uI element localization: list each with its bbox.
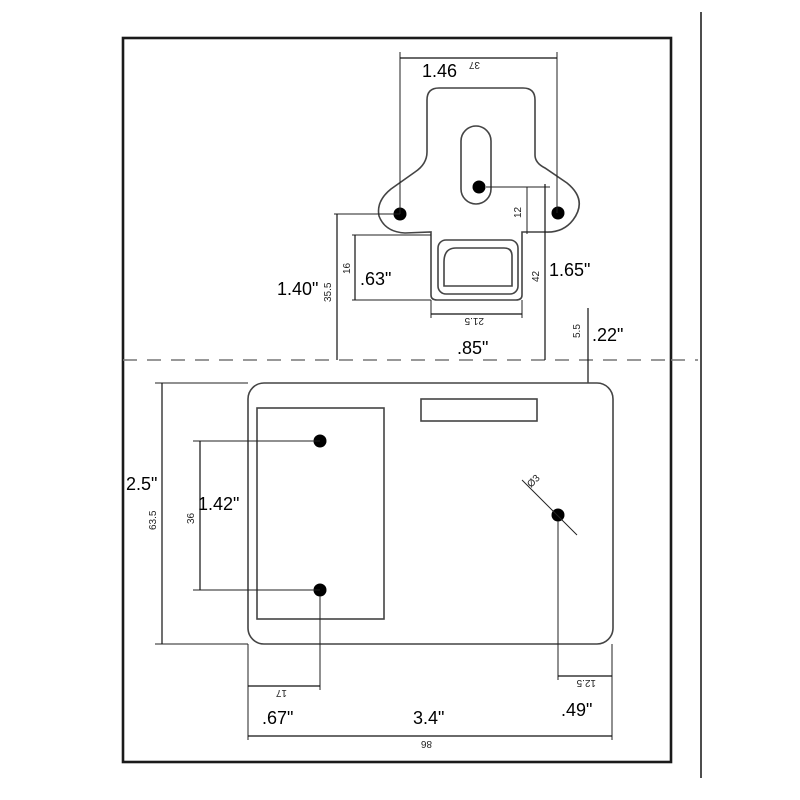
dim-left-height: 1.40" 35.5 (277, 213, 400, 360)
dim-hole-offset: 12 (486, 186, 550, 234)
dim-hole-spacing-in: 1.42" (198, 494, 239, 514)
dim-gap-mm: 5.5 (572, 324, 583, 338)
plate-hole-right (551, 508, 565, 522)
dim-top-width-mm: 37 (468, 59, 480, 70)
dim-hole-offset-mm: 12 (513, 206, 524, 218)
plate-top-slot (420, 398, 538, 422)
dim-left-height-mm: 35.5 (323, 282, 334, 302)
dim-slot-height: .63" 16 (342, 234, 431, 301)
dim-plate-width-in: 3.4" (413, 708, 444, 728)
dim-hole-right-in: .49" (561, 700, 592, 720)
dim-hole-spacing-mm: 36 (186, 512, 197, 524)
dim-hole-left: 17 .67" (247, 596, 321, 740)
dim-gap-in: .22" (592, 325, 623, 345)
dim-hole-right-mm: 12.5 (576, 677, 596, 688)
dim-plate-width: 3.4" 86 (248, 708, 612, 749)
dim-slot-width-in: .85" (457, 338, 488, 358)
dim-plate-height-in: 2.5" (126, 474, 157, 494)
diameter-leader (521, 479, 578, 536)
bracket-hole-right (551, 206, 565, 220)
dim-right-height-mm: 42 (531, 270, 542, 282)
dim-left-height-in: 1.40" (277, 279, 318, 299)
dim-top-width-in: 1.46 (422, 61, 457, 81)
dim-right-height: 1.65" 42 (531, 184, 590, 360)
dim-hole-left-in: .67" (262, 708, 293, 728)
mounting-bracket (377, 87, 580, 301)
drawing-frame (121, 36, 673, 764)
dim-hole-left-mm: 17 (275, 687, 287, 698)
bracket-lower-slot-inner (443, 247, 513, 287)
dim-slot-width: 21.5 .85" (430, 300, 523, 358)
base-plate: Ø3 (247, 382, 614, 645)
dim-slot-width-mm: 21.5 (464, 315, 484, 326)
dim-hole-spacing: 1.42" 36 (186, 440, 320, 591)
dim-slot-height-in: .63" (360, 269, 391, 289)
bracket-hole-center (472, 180, 486, 194)
dim-plate-width-mm: 86 (420, 738, 432, 749)
dim-slot-height-mm: 16 (342, 262, 353, 274)
dim-plate-height: 2.5" 63.5 (126, 382, 248, 645)
dim-plate-height-mm: 63.5 (148, 510, 159, 530)
dim-right-height-in: 1.65" (549, 260, 590, 280)
dim-hole-right: 12.5 .49" (557, 521, 613, 740)
dim-top-width: 1.46 37 (399, 52, 558, 214)
